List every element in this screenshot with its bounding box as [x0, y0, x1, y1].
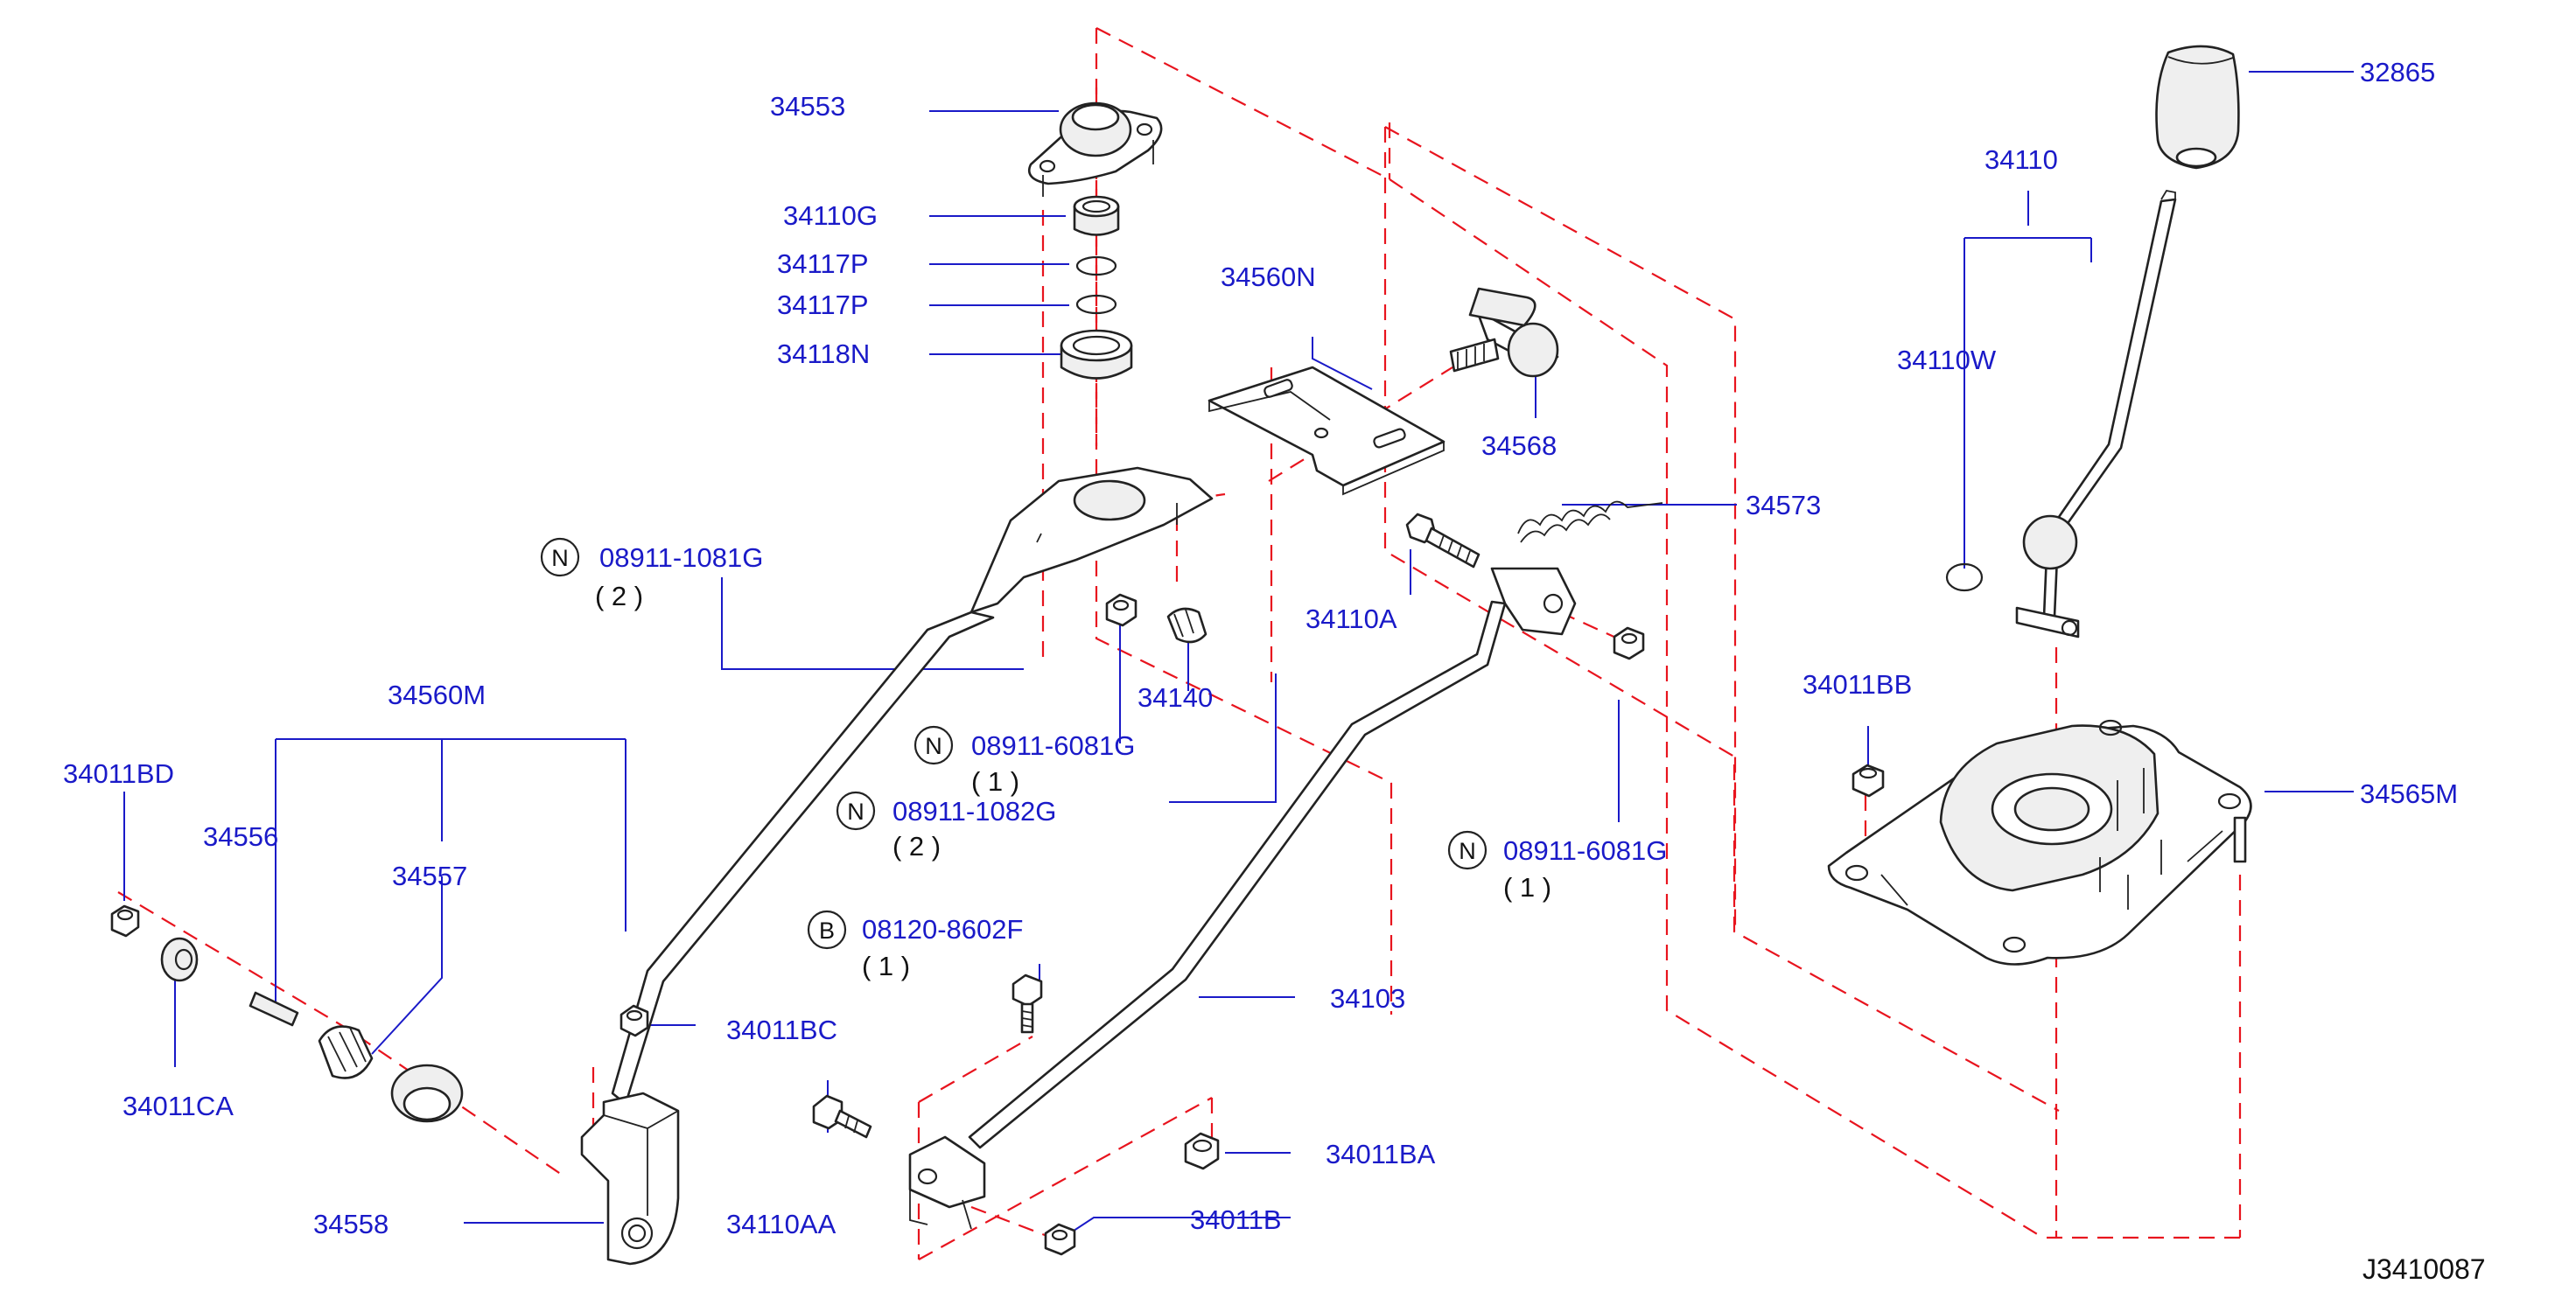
shift-bearing-mount — [1027, 101, 1163, 197]
fastener-prefix: N — [847, 799, 864, 825]
label-32865: 32865 — [2360, 57, 2435, 87]
fastener-part-number: 08911-6081G — [1503, 835, 1667, 866]
link-nut — [1105, 593, 1138, 627]
diagram-code: J3410087 — [2362, 1253, 2486, 1285]
label-34011BB: 34011BB — [1802, 669, 1912, 700]
rod-end-bracket — [580, 1092, 680, 1266]
bushing — [1073, 195, 1120, 236]
fastener-qty: ( 1 ) — [971, 766, 1019, 797]
rod-sleeve — [248, 991, 299, 1027]
select-rod — [908, 567, 1577, 1230]
label-34110AA: 34110AA — [726, 1209, 836, 1239]
label-34140: 34140 — [1138, 682, 1213, 713]
label-34558: 34558 — [313, 1209, 388, 1239]
leader-lines — [123, 71, 2354, 1239]
label-34560M: 34560M — [388, 680, 486, 710]
select-rod-bolt — [812, 1094, 872, 1139]
label-34568: 34568 — [1481, 430, 1557, 461]
fastener-part-number: 08911-6081G — [971, 730, 1135, 761]
fastener-callout: N 08911-1082G ( 2 ) — [836, 791, 1056, 862]
shift-bolt — [1405, 513, 1480, 569]
select-rod-nut — [1184, 1132, 1220, 1170]
fastener-callout: N 08911-6081G ( 1 ) — [914, 725, 1135, 797]
label-34011BC: 34011BC — [726, 1015, 837, 1045]
fastener-callout: N 08911-6081G ( 1 ) — [1447, 830, 1667, 903]
shifter-housing — [1827, 719, 2252, 966]
pivot-pin — [1449, 287, 1559, 378]
rod-bushing — [318, 1025, 374, 1079]
label-34565M: 34565M — [2360, 778, 2458, 809]
label-34117P-a: 34117P — [777, 248, 869, 279]
label-34556: 34556 — [203, 821, 278, 852]
washer — [160, 937, 199, 982]
shift-knob — [2155, 45, 2240, 170]
housing-nut — [1852, 764, 1885, 798]
label-34011BD: 34011BD — [63, 758, 174, 789]
label-34117P-b: 34117P — [777, 290, 869, 320]
fastener-callout: B 08120-8602F ( 1 ) — [807, 910, 1023, 981]
ring-lower — [1075, 294, 1117, 315]
fastener-part-number: 08911-1081G — [599, 542, 763, 573]
label-34118N: 34118N — [777, 338, 870, 369]
fastener-prefix: N — [925, 733, 942, 759]
label-34103: 34103 — [1330, 983, 1405, 1014]
fastener-qty: ( 1 ) — [1503, 872, 1551, 903]
label-34110: 34110 — [1984, 144, 2058, 175]
label-34560N: 34560N — [1221, 262, 1316, 292]
fastener-part-number: 08911-1082G — [892, 796, 1056, 827]
fastener-prefix: B — [819, 918, 835, 944]
callout-labels: 34553 34110G 34117P 34117P 34118N 34560N… — [63, 57, 2458, 1239]
label-34573: 34573 — [1746, 490, 1821, 520]
label-34110W: 34110W — [1897, 345, 1997, 375]
fastener-qty: ( 1 ) — [862, 951, 910, 981]
select-rod-end-nut — [1613, 626, 1645, 660]
fastener-prefix: N — [551, 545, 569, 571]
fastener-callout: N 08911-1081G ( 2 ) — [540, 537, 763, 611]
label-34110A: 34110A — [1306, 604, 1397, 634]
bracket-nut — [620, 1004, 649, 1037]
label-34011BA: 34011BA — [1326, 1139, 1436, 1169]
return-spring — [1517, 500, 1663, 543]
label-34011CA: 34011CA — [122, 1091, 234, 1121]
select-rod-lower-nut — [1044, 1223, 1076, 1256]
label-34553: 34553 — [770, 91, 845, 122]
label-34011B: 34011B — [1190, 1204, 1282, 1235]
label-34110G: 34110G — [783, 200, 878, 231]
control-rod — [611, 466, 1214, 1106]
fastener-qty: ( 2 ) — [595, 581, 643, 611]
fastener-part-number: 08120-8602F — [862, 914, 1023, 945]
fastener-qty: ( 2 ) — [892, 831, 941, 862]
fastener-prefix: N — [1459, 838, 1476, 864]
bracket-plate — [1208, 366, 1446, 496]
rod-end-eye — [390, 1064, 464, 1123]
seat-bushing — [1060, 329, 1133, 380]
link-bushing — [1166, 607, 1208, 644]
mounting-bolt — [1012, 974, 1043, 1034]
ring-upper — [1075, 255, 1117, 276]
shift-lever — [1945, 189, 2177, 639]
rod-nut — [110, 904, 140, 938]
label-34557: 34557 — [392, 861, 467, 891]
